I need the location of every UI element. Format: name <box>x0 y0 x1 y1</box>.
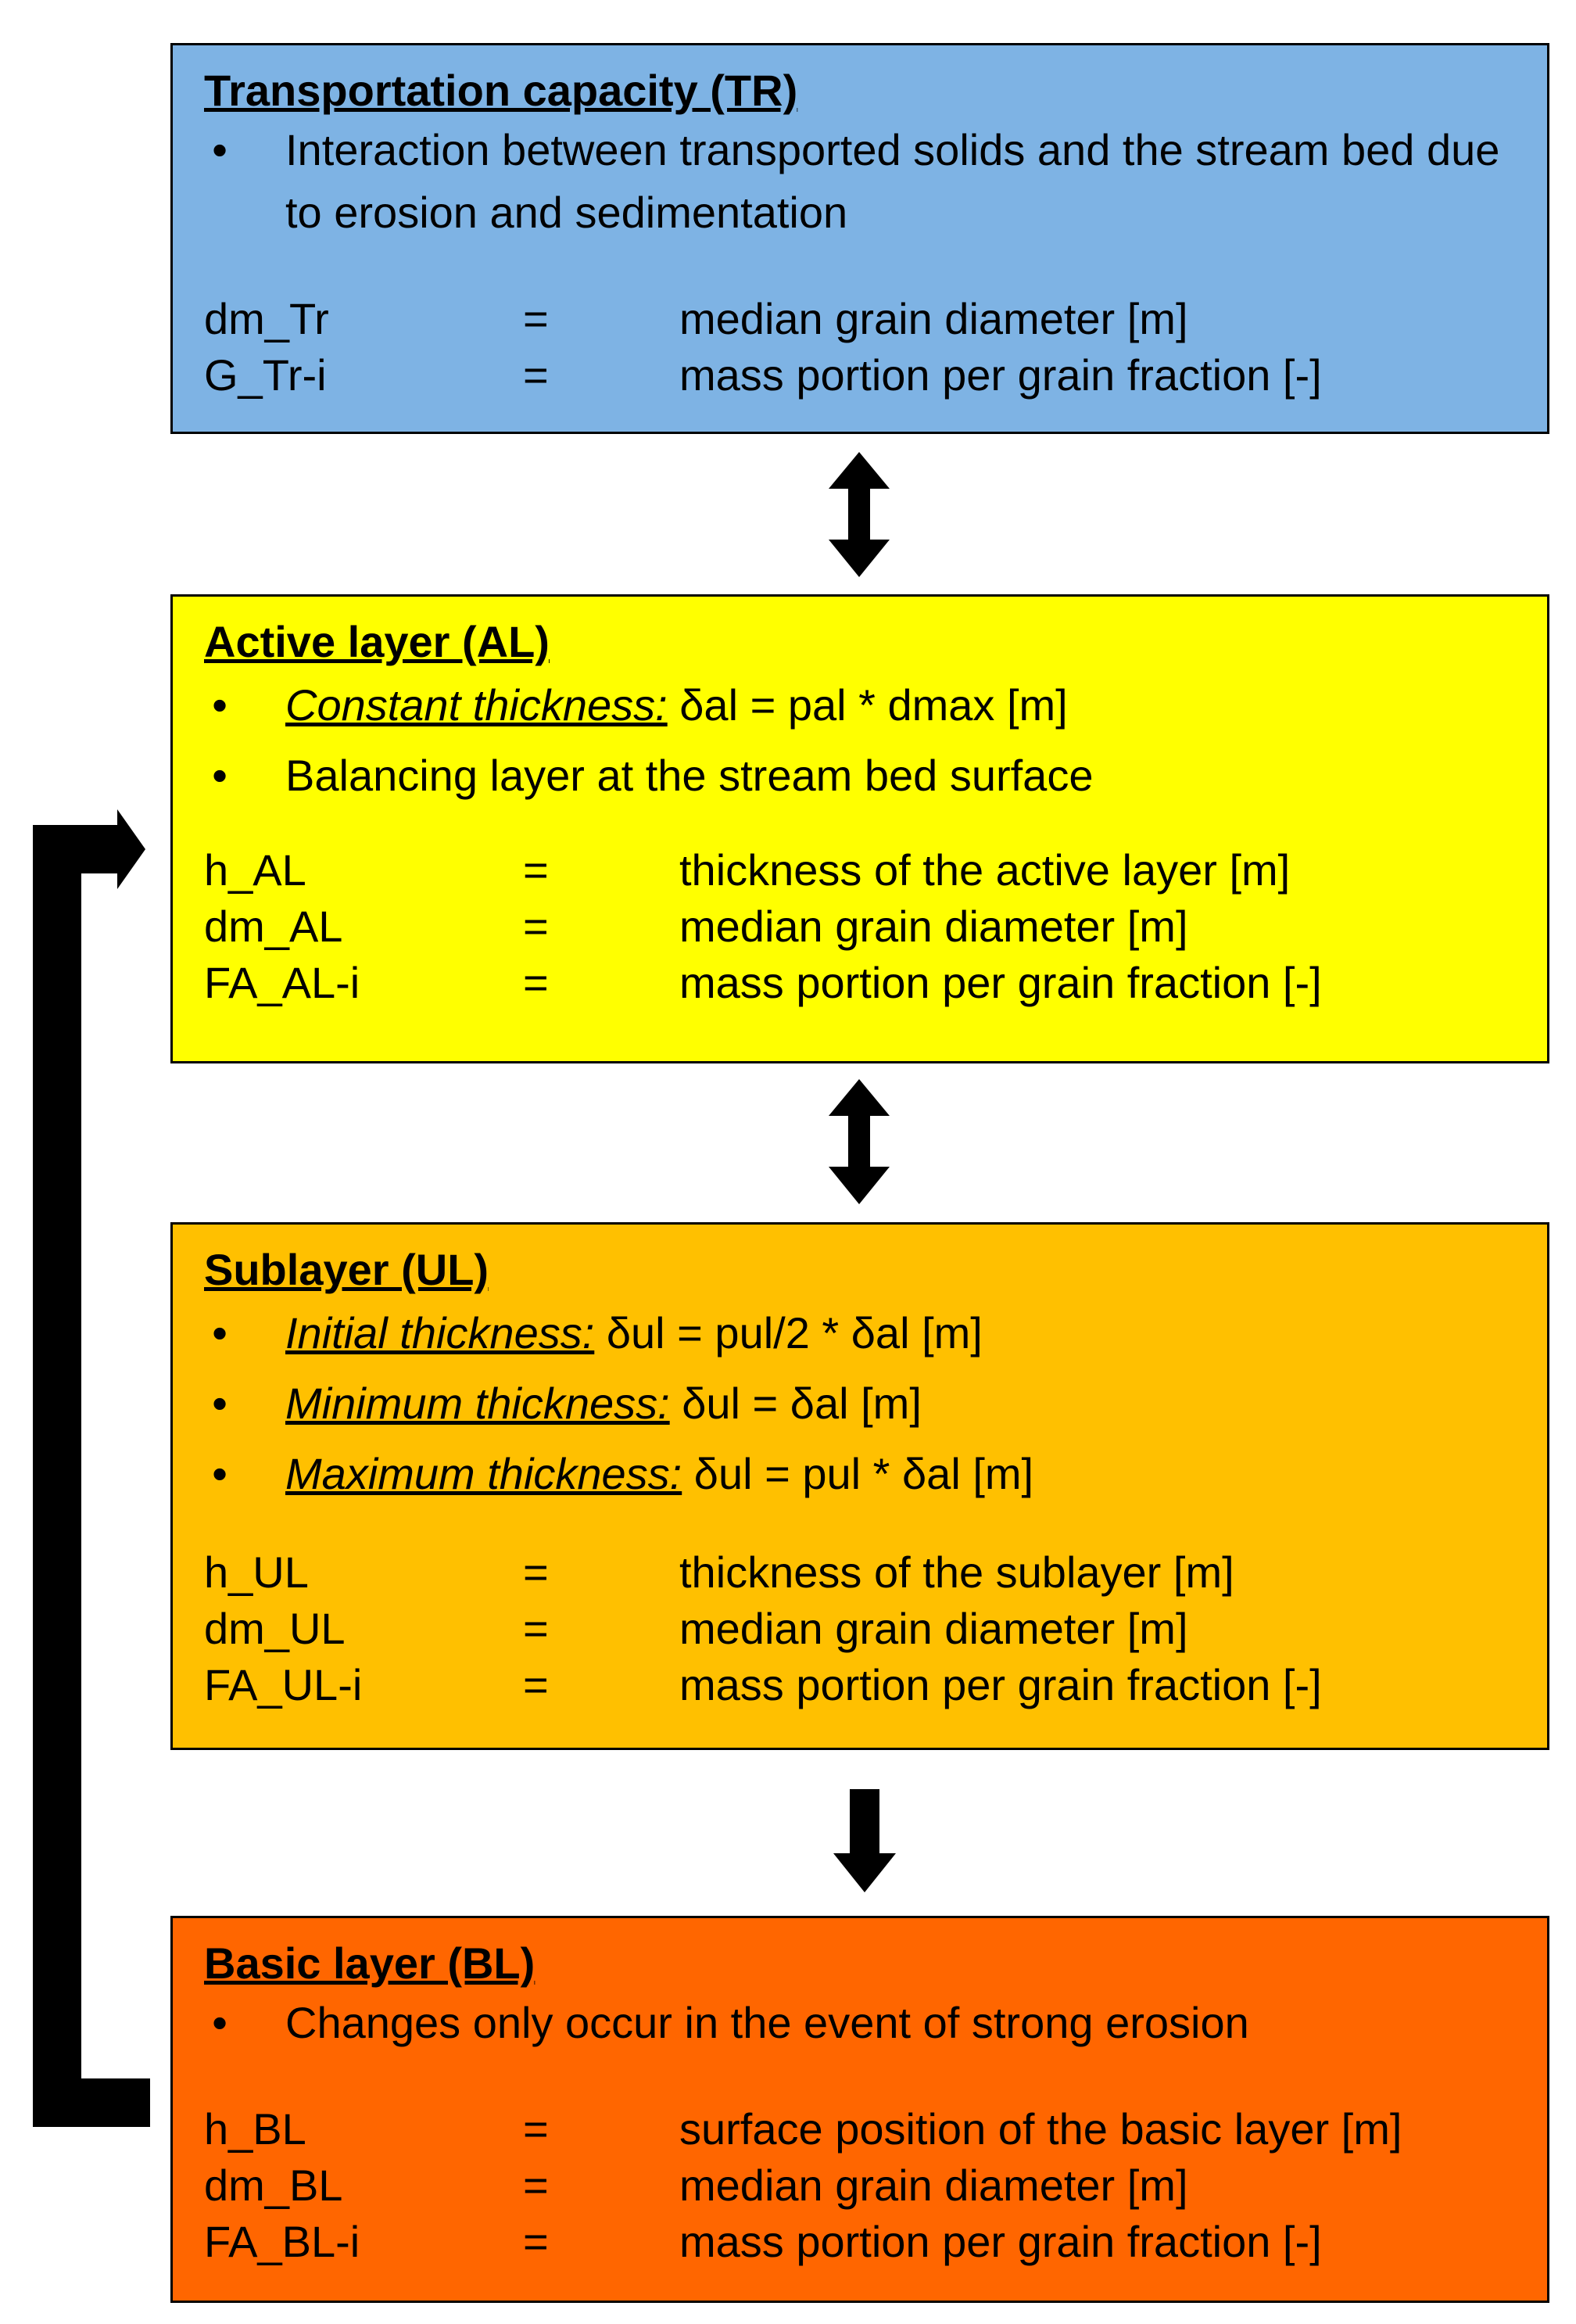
box-basic-layer: Basic layer (BL) • Changes only occur in… <box>170 1916 1549 2303</box>
variable-description: surface position of the basic layer [m] <box>679 2104 1402 2154</box>
bullet-term: Initial thickness: <box>285 1308 595 1357</box>
bullet-text: δul = pul/2 * δal [m] <box>594 1308 983 1357</box>
variable-row: FA_BL-i = mass portion per grain fractio… <box>204 2214 1547 2270</box>
variable-equals: = <box>523 958 549 1007</box>
bullet-text: Changes only occur in the event of stron… <box>285 1998 1249 2047</box>
variable-description: thickness of the active layer [m] <box>679 845 1291 895</box>
variable-name: FA_UL-i <box>204 1660 363 1709</box>
box-title: Sublayer (UL) <box>204 1245 489 1294</box>
variable-description: median grain diameter [m] <box>679 902 1188 951</box>
variable-equals: = <box>523 2104 549 2154</box>
variable-row: h_BL = surface position of the basic lay… <box>204 2101 1547 2157</box>
bullet-item: • Initial thickness: δul = pul/2 * δal [… <box>204 1298 1547 1368</box>
box-sublayer: Sublayer (UL) • Initial thickness: δul =… <box>170 1222 1549 1750</box>
bullet-item: • Interaction between transported solids… <box>204 119 1547 244</box>
variable-name: FA_AL-i <box>204 958 360 1007</box>
box-active-layer: Active layer (AL) • Constant thickness: … <box>170 594 1549 1063</box>
arrow-al-ul <box>829 1079 890 1204</box>
bullet-item: • Minimum thickness: δul = δal [m] <box>204 1368 1547 1439</box>
bullet-text: δal = pal * dmax [m] <box>667 680 1068 730</box>
variable-name: dm_BL <box>204 2161 343 2210</box>
bullet-list: • Constant thickness: δal = pal * dmax [… <box>204 670 1547 811</box>
variable-equals: = <box>523 902 549 951</box>
bullet-dot-icon: • <box>212 751 227 800</box>
variable-list: dm_Tr = median grain diameter [m] G_Tr-i… <box>204 291 1547 403</box>
bullet-dot-icon: • <box>212 125 227 174</box>
variable-description: mass portion per grain fraction [-] <box>679 350 1322 400</box>
bullet-dot-icon: • <box>212 680 227 730</box>
variable-equals: = <box>523 1548 549 1597</box>
variable-description: mass portion per grain fraction [-] <box>679 1660 1322 1709</box>
bullet-list: • Changes only occur in the event of str… <box>204 1992 1547 2054</box>
bullet-term: Maximum thickness: <box>285 1449 682 1498</box>
variable-equals: = <box>523 1660 549 1709</box>
variable-row: FA_UL-i = mass portion per grain fractio… <box>204 1657 1547 1713</box>
variable-name: G_Tr-i <box>204 350 327 400</box>
arrow-bl-al-feedback <box>33 809 150 2127</box>
variable-description: mass portion per grain fraction [-] <box>679 958 1322 1007</box>
variable-name: h_UL <box>204 1548 309 1597</box>
box-title: Basic layer (BL) <box>204 1938 535 1988</box>
bullet-dot-icon: • <box>212 1379 227 1428</box>
bullet-dot-icon: • <box>212 1449 227 1498</box>
bullet-item: • Constant thickness: δal = pal * dmax [… <box>204 670 1547 741</box>
variable-description: median grain diameter [m] <box>679 294 1188 343</box>
bullet-text: δul = δal [m] <box>669 1379 922 1428</box>
arrow-tr-al <box>829 452 890 577</box>
variable-equals: = <box>523 2217 549 2266</box>
variable-equals: = <box>523 350 549 400</box>
variable-row: dm_AL = median grain diameter [m] <box>204 898 1547 955</box>
box-transportation-capacity: Transportation capacity (TR) • Interacti… <box>170 43 1549 434</box>
variable-equals: = <box>523 845 549 895</box>
variable-row: G_Tr-i = mass portion per grain fraction… <box>204 347 1547 403</box>
variable-row: dm_Tr = median grain diameter [m] <box>204 291 1547 347</box>
variable-name: h_BL <box>204 2104 306 2154</box>
variable-row: h_UL = thickness of the sublayer [m] <box>204 1544 1547 1601</box>
bullet-item: • Changes only occur in the event of str… <box>204 1992 1547 2054</box>
variable-name: dm_UL <box>204 1604 346 1653</box>
variable-list: h_AL = thickness of the active layer [m]… <box>204 842 1547 1011</box>
bullet-dot-icon: • <box>212 1998 227 2047</box>
variable-equals: = <box>523 1604 549 1653</box>
variable-name: dm_AL <box>204 902 343 951</box>
bullet-list: • Interaction between transported solids… <box>204 119 1547 244</box>
variable-row: dm_BL = median grain diameter [m] <box>204 2157 1547 2214</box>
variable-name: h_AL <box>204 845 306 895</box>
variable-list: h_UL = thickness of the sublayer [m] dm_… <box>204 1544 1547 1713</box>
bullet-list: • Initial thickness: δul = pul/2 * δal [… <box>204 1298 1547 1509</box>
variable-description: mass portion per grain fraction [-] <box>679 2217 1322 2266</box>
variable-name: dm_Tr <box>204 294 329 343</box>
variable-description: thickness of the sublayer [m] <box>679 1548 1234 1597</box>
bullet-item: • Maximum thickness: δul = pul * δal [m] <box>204 1439 1547 1509</box>
bullet-text: δul = pul * δal [m] <box>682 1449 1034 1498</box>
arrow-ul-bl <box>833 1789 896 1892</box>
bullet-item: • Balancing layer at the stream bed surf… <box>204 741 1547 811</box>
variable-name: FA_BL-i <box>204 2217 360 2266</box>
bullet-dot-icon: • <box>212 1308 227 1357</box>
variable-equals: = <box>523 2161 549 2210</box>
variable-list: h_BL = surface position of the basic lay… <box>204 2101 1547 2270</box>
variable-row: dm_UL = median grain diameter [m] <box>204 1601 1547 1657</box>
bullet-term: Constant thickness: <box>285 680 668 730</box>
variable-row: FA_AL-i = mass portion per grain fractio… <box>204 955 1547 1011</box>
variable-equals: = <box>523 294 549 343</box>
box-title: Active layer (AL) <box>204 617 550 666</box>
bullet-text: Interaction between transported solids a… <box>285 125 1500 237</box>
variable-description: median grain diameter [m] <box>679 2161 1188 2210</box>
bullet-term: Minimum thickness: <box>285 1379 670 1428</box>
variable-description: median grain diameter [m] <box>679 1604 1188 1653</box>
bullet-text: Balancing layer at the stream bed surfac… <box>285 751 1094 800</box>
box-title: Transportation capacity (TR) <box>204 66 798 115</box>
variable-row: h_AL = thickness of the active layer [m] <box>204 842 1547 898</box>
